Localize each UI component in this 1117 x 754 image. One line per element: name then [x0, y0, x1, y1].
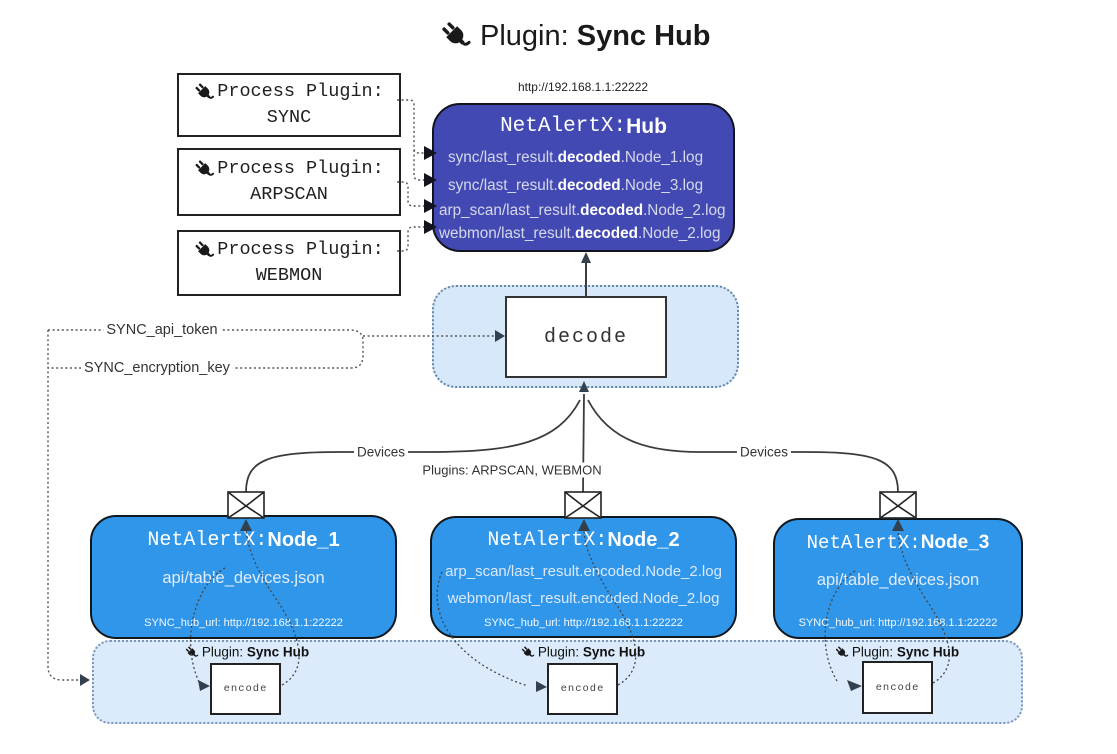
process-plugin-box-webmon: Process Plugin: WEBMON [177, 230, 401, 296]
arpscan-connector [397, 181, 424, 207]
plug-icon [185, 645, 199, 659]
log-bold: decoded [575, 225, 638, 242]
node-title-mono: NetAlertX: [147, 528, 268, 552]
log-pre: arp_scan/last_result. [439, 202, 581, 219]
node-title-mono: NetAlertX: [806, 532, 921, 554]
node-1-box: NetAlertX: Node_1 api/table_devices.json… [90, 515, 397, 639]
process-plugin-arpscan-line1: Process Plugin: [194, 156, 384, 182]
encode-box-3: encode [862, 661, 933, 714]
log-post: .Node_2.log [643, 202, 726, 219]
node-3-box: NetAlertX: Node_3 api/table_devices.json… [773, 518, 1023, 639]
node-title-bold: Node_3 [920, 532, 990, 553]
node-title-bold: Node_2 [607, 528, 680, 551]
band-label-text: Plugin: Sync Hub [202, 645, 309, 660]
hub-log-line-3: arp_scan/last_result.decoded.Node_2.log [434, 199, 733, 223]
log-pre: sync/last_result. [448, 148, 558, 166]
node-1-hub-url: SYNC_hub_url: http://192.168.1.1:22222 [144, 617, 343, 629]
hub-url-label: http://192.168.1.1:22222 [517, 80, 649, 94]
log-post: .Node_2.log [637, 225, 721, 242]
hub-log-line-4: webmon/last_result.decoded.Node_2.log [434, 223, 733, 245]
process-plugin-box-sync: Process Plugin: SYNC [177, 73, 401, 137]
process-plugin-box-arpscan: Process Plugin: ARPSCAN [177, 148, 401, 216]
node-2-hub-url: SYNC_hub_url: http://192.168.1.1:22222 [484, 617, 683, 629]
log-bold: decoded [557, 176, 621, 194]
process-plugin-webmon-line1: Process Plugin: [194, 237, 384, 263]
plug-icon [194, 240, 215, 261]
node-title-mono: NetAlertX: [487, 528, 608, 552]
process-plugin-sync-line1: Process Plugin: [194, 79, 384, 105]
page-title: Plugin: Sync Hub [440, 14, 710, 58]
node-1-title: NetAlertX: Node_1 [92, 525, 395, 555]
log-post: .Node_1.log [620, 148, 704, 166]
band-label-bold: Sync Hub [896, 644, 960, 660]
hub-title-bold: Hub [626, 114, 667, 138]
band-label-3: Plugin: Sync Hub [835, 645, 959, 660]
page-title-text: Plugin: Sync Hub [480, 20, 710, 53]
log-pre: webmon/last_result. [439, 225, 576, 242]
band-label-bold: Sync Hub [582, 644, 646, 660]
webmon-connector [397, 226, 424, 252]
process-plugin-name: ARPSCAN [250, 184, 328, 205]
process-plugin-label: Process Plugin: [217, 81, 384, 102]
node-2-log-line-1: arp_scan/last_result.encoded.Node_2.log [445, 563, 722, 580]
plug-icon [194, 159, 215, 180]
hub-log-line-2: sync/last_result.decoded.Node_3.log [434, 172, 733, 199]
plug-icon [440, 20, 472, 52]
node-title-bold: Node_1 [267, 528, 340, 551]
node-3-title: NetAlertX: Node_3 [775, 528, 1021, 558]
hub-box: NetAlertX: Hub sync/last_result.decoded.… [432, 103, 735, 252]
node-2-box: NetAlertX: Node_2 arp_scan/last_result.e… [430, 516, 737, 638]
plug-icon [835, 645, 849, 659]
decode-box: decode [505, 296, 667, 378]
sync-encryption-key-label: SYNC_encryption_key [81, 360, 233, 376]
plug-icon [194, 82, 215, 103]
arrow-into-band [80, 674, 90, 686]
sync-connector-2 [413, 150, 424, 181]
plugins-edge-label: Plugins: ARPSCAN, WEBMON [419, 462, 605, 478]
band-label-2: Plugin: Sync Hub [521, 645, 645, 660]
process-plugin-label: Process Plugin: [217, 239, 384, 260]
band-label-text: Plugin: Sync Hub [538, 645, 645, 660]
envelope-icon [879, 491, 917, 519]
arrow-into-hub [581, 252, 591, 263]
hub-title-mono: NetAlertX: [500, 115, 627, 138]
process-plugin-label: Process Plugin: [217, 158, 384, 179]
node-1-api-line: api/table_devices.json [162, 569, 325, 587]
sync-connector-1 [397, 99, 424, 154]
hub-log-line-1: sync/last_result.decoded.Node_1.log [434, 143, 733, 172]
envelope-icon [564, 491, 602, 519]
node-2-title: NetAlertX: Node_2 [432, 525, 735, 555]
log-post: .Node_3.log [620, 176, 704, 194]
hub-title: NetAlertX: Hub [434, 110, 733, 143]
band-label-pre: Plugin: [851, 644, 897, 660]
title-bold: Sync Hub [576, 19, 711, 52]
node-2-log-line-2: webmon/last_result.encoded.Node_2.log [447, 590, 720, 607]
token-left-drop [47, 330, 80, 681]
title-pre: Plugin: [480, 19, 577, 52]
sync-api-token-label: SYNC_api_token [103, 322, 221, 338]
process-plugin-name: WEBMON [255, 265, 323, 286]
band-label-bold: Sync Hub [246, 644, 310, 660]
node-3-api-line: api/table_devices.json [816, 571, 980, 589]
log-bold: decoded [557, 148, 621, 166]
plugin-to-hub-connectors [397, 99, 424, 252]
devices-label-right: Devices [736, 444, 792, 460]
band-label-1: Plugin: Sync Hub [185, 645, 309, 660]
band-label-pre: Plugin: [201, 644, 247, 660]
node-3-hub-url: SYNC_hub_url: http://192.168.1.1:22222 [798, 617, 998, 629]
log-bold: decoded [580, 202, 644, 219]
band-label-text: Plugin: Sync Hub [852, 645, 959, 660]
plug-icon [521, 645, 535, 659]
log-pre: sync/last_result. [448, 176, 558, 194]
band-label-pre: Plugin: [537, 644, 583, 660]
encode-box-1: encode [210, 663, 281, 715]
encode-box-2: encode [547, 663, 618, 715]
process-plugin-name: SYNC [266, 107, 312, 128]
devices-label-left: Devices [353, 444, 409, 460]
node1-devices-curve [245, 399, 581, 493]
